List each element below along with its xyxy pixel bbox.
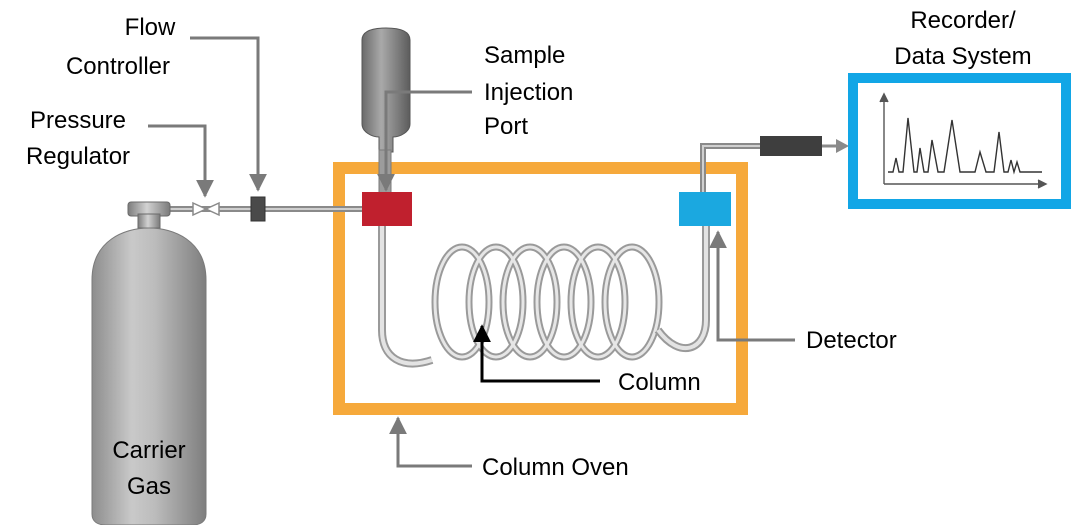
pressure-regulator-leader <box>148 124 214 198</box>
gas-cylinder-icon <box>91 201 207 525</box>
flow-controller <box>250 196 266 222</box>
flow-controller-leader <box>190 36 267 192</box>
sample-injection-line1: Sample <box>484 42 565 69</box>
flow-controller-line2: Controller <box>66 53 170 80</box>
label-recorder-data-system: Recorder/ Data System <box>894 7 1031 70</box>
label-column: Column <box>618 369 701 396</box>
sample-injection-line3: Port <box>484 113 528 140</box>
recorder-line2: Data System <box>894 43 1031 70</box>
leader-lines <box>148 36 795 468</box>
column-coil <box>378 222 710 368</box>
sample-injection-line2: Injection <box>484 79 573 106</box>
label-carrier-gas: Carrier Gas <box>112 437 185 500</box>
label-sample-injection-port: Sample Injection Port <box>484 42 573 140</box>
label-detector: Detector <box>806 327 897 354</box>
recorder-panel <box>848 73 1071 209</box>
column-oven-leader <box>389 416 472 468</box>
valve-icon <box>192 201 220 217</box>
chromatogram-icon <box>879 92 1048 189</box>
detector-output-line <box>700 136 849 192</box>
detector-block <box>679 192 731 226</box>
label-column-oven: Column Oven <box>482 454 629 481</box>
carrier-gas-line2: Gas <box>127 473 171 500</box>
pressure-regulator-line2: Regulator <box>26 143 130 170</box>
label-pressure-regulator: Pressure Regulator <box>26 107 130 170</box>
column-oven <box>333 162 748 415</box>
column-leader <box>473 324 600 383</box>
sample-injection-leader <box>377 90 472 192</box>
pressure-regulator-line1: Pressure <box>30 107 126 134</box>
flow-controller-line1: Flow <box>125 14 176 41</box>
label-flow-controller: Flow Controller <box>66 14 176 80</box>
injection-port-block <box>362 192 412 226</box>
detector-leader <box>709 230 795 342</box>
carrier-gas-line1: Carrier <box>112 437 185 464</box>
recorder-line1: Recorder/ <box>910 7 1016 34</box>
